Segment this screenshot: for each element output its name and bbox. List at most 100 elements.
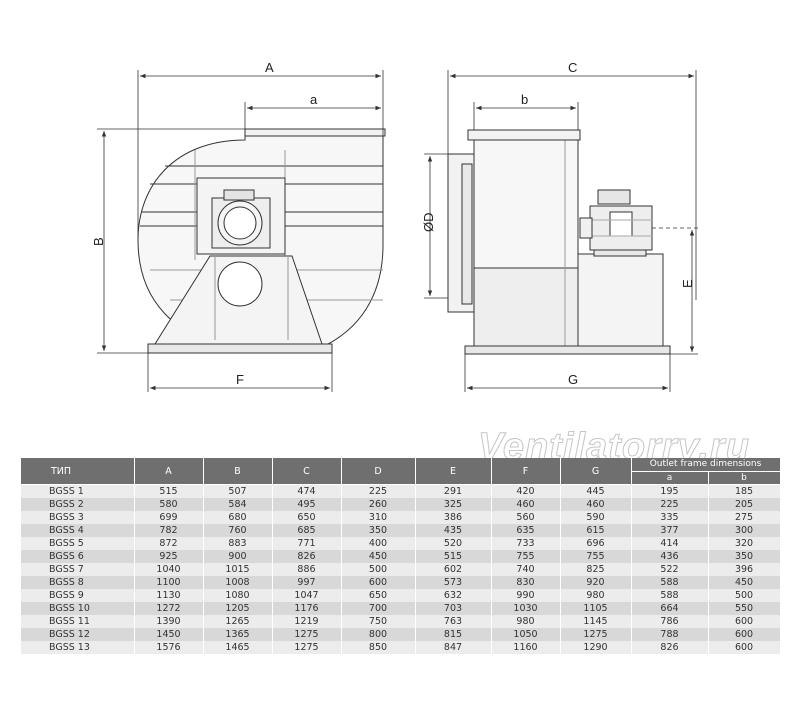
cell-b-frame: 600	[708, 615, 781, 628]
cell-type: BGSS 6	[21, 550, 135, 563]
front-view	[137, 128, 386, 354]
cell-f: 560	[491, 511, 561, 524]
header-G: G	[560, 458, 632, 485]
cell-a-frame: 195	[631, 484, 709, 498]
cell-b: 900	[203, 550, 273, 563]
cell-g: 445	[560, 484, 632, 498]
table-subheader-row: a b	[21, 471, 781, 485]
cell-e: 763	[415, 615, 492, 628]
front-dimensions	[97, 70, 384, 392]
cell-d: 650	[341, 589, 416, 602]
cell-b-frame: 185	[708, 484, 781, 498]
header-F: F	[491, 458, 561, 485]
cell-a: 1130	[134, 589, 204, 602]
inlet-opening	[217, 261, 263, 307]
cell-type: BGSS 11	[21, 615, 135, 628]
cell-f: 635	[491, 524, 561, 537]
cell-a-frame: 588	[631, 576, 709, 589]
cell-b: 1008	[203, 576, 273, 589]
cell-b: 1465	[203, 641, 273, 654]
cell-b: 507	[203, 484, 273, 498]
cell-g: 1145	[560, 615, 632, 628]
cell-b-frame: 396	[708, 563, 781, 576]
cell-b-frame: 450	[708, 576, 781, 589]
cell-a: 925	[134, 550, 204, 563]
side-outlet-flange	[467, 129, 581, 141]
cell-g: 1105	[560, 602, 632, 615]
cell-d: 600	[341, 576, 416, 589]
cell-b-frame: 320	[708, 537, 781, 550]
cell-f: 1030	[491, 602, 561, 615]
dimension-label-D: ØD	[421, 213, 436, 233]
cell-c: 474	[272, 484, 342, 498]
cell-a-frame: 377	[631, 524, 709, 537]
cell-f: 990	[491, 589, 561, 602]
cell-e: 435	[415, 524, 492, 537]
header-B: B	[203, 458, 273, 485]
cell-type: BGSS 8	[21, 576, 135, 589]
cell-e: 515	[415, 550, 492, 563]
header-a: a	[631, 471, 709, 485]
dimension-label-E: E	[680, 279, 695, 288]
cell-c: 1275	[272, 641, 342, 654]
cell-d: 450	[341, 550, 416, 563]
cell-e: 703	[415, 602, 492, 615]
cell-f: 830	[491, 576, 561, 589]
cell-e: 386	[415, 511, 492, 524]
cell-b-frame: 205	[708, 498, 781, 511]
fan-dimension-drawing: A a B F	[91, 60, 698, 392]
cell-a: 1272	[134, 602, 204, 615]
cell-e: 291	[415, 484, 492, 498]
cell-a-frame: 588	[631, 589, 709, 602]
cell-a-frame: 826	[631, 641, 709, 654]
cell-d: 310	[341, 511, 416, 524]
cell-b-frame: 550	[708, 602, 781, 615]
cell-e: 602	[415, 563, 492, 576]
cell-f: 460	[491, 498, 561, 511]
cell-d: 400	[341, 537, 416, 550]
cell-f: 740	[491, 563, 561, 576]
cell-g: 590	[560, 511, 632, 524]
cell-type: BGSS 13	[21, 641, 135, 654]
cell-g: 755	[560, 550, 632, 563]
cell-d: 500	[341, 563, 416, 576]
cell-d: 750	[341, 615, 416, 628]
cell-type: BGSS 2	[21, 498, 135, 511]
cell-a-frame: 786	[631, 615, 709, 628]
header-type: ТИП	[21, 458, 135, 485]
cell-type: BGSS 12	[21, 628, 135, 641]
cell-g: 1290	[560, 641, 632, 654]
dimension-label-C: C	[568, 60, 577, 75]
cell-g: 980	[560, 589, 632, 602]
outlet-flange	[244, 128, 386, 137]
cell-c: 771	[272, 537, 342, 550]
cell-g: 920	[560, 576, 632, 589]
cell-d: 260	[341, 498, 416, 511]
cell-a: 1450	[134, 628, 204, 641]
cell-a: 1040	[134, 563, 204, 576]
cell-g: 825	[560, 563, 632, 576]
cell-b: 680	[203, 511, 273, 524]
cell-a: 580	[134, 498, 204, 511]
cell-e: 632	[415, 589, 492, 602]
cell-a-frame: 788	[631, 628, 709, 641]
cell-type: BGSS 1	[21, 484, 135, 498]
cell-b: 883	[203, 537, 273, 550]
cell-e: 520	[415, 537, 492, 550]
cell-b: 760	[203, 524, 273, 537]
cell-b-frame: 600	[708, 628, 781, 641]
front-base	[147, 343, 333, 354]
dimension-label-F: F	[236, 372, 244, 387]
cell-e: 325	[415, 498, 492, 511]
cell-d: 225	[341, 484, 416, 498]
cell-type: BGSS 4	[21, 524, 135, 537]
cell-a: 1576	[134, 641, 204, 654]
cell-c: 495	[272, 498, 342, 511]
